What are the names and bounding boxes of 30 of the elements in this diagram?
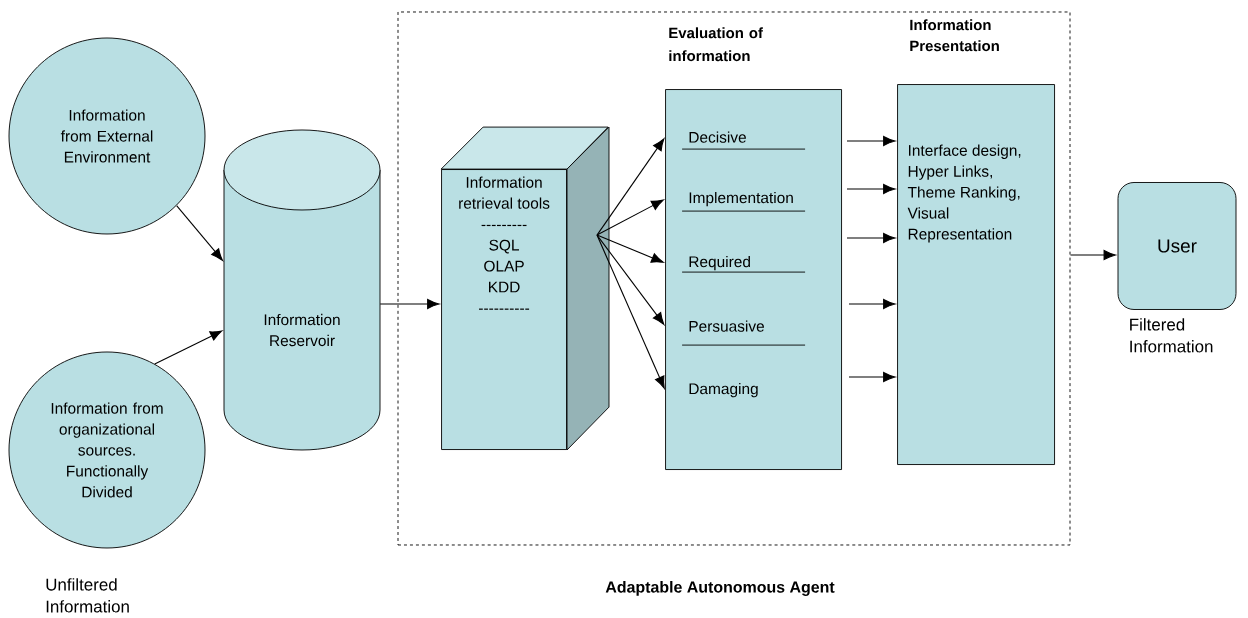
arrow [848,371,896,383]
criterion-label: Persuasive [681,320,806,346]
user-box: User [1117,182,1237,310]
boundary-title: Adaptable Autonomous Agent [605,581,835,596]
side-caption: Unfiltered Information [46,578,129,613]
presentation-panel: Interface design, Hyper Links, Theme Ranking, Visual Representation [897,84,1055,465]
criterion-label: Implementation [681,191,806,212]
arrow [154,330,223,365]
arrow [379,298,440,310]
arrow [596,234,665,325]
box-caption: Filtered Information [1130,318,1213,353]
arrow [846,135,896,147]
arrow [596,199,664,236]
cuboid-box: Information retrieval tools --------- SQL OLAP KDD ---------- [440,126,610,451]
arrow [848,298,896,310]
panel-heading: Evaluation of information [669,27,763,62]
arrow [596,234,665,389]
criterion-label: Decisive [681,131,806,150]
arrow [1069,249,1116,261]
database-cylinder: Information Reservoir [223,129,381,451]
arrow [596,138,665,236]
panel-heading: Information Presentation [910,19,999,52]
criterion-label: Damaging [689,382,758,398]
criterion-label: Required [681,255,806,273]
arrow [846,232,896,244]
evaluation-panel [665,89,842,470]
arrow [176,205,223,261]
arrow [596,234,664,263]
arrow [846,183,896,195]
dashed-boundary [397,11,1071,546]
